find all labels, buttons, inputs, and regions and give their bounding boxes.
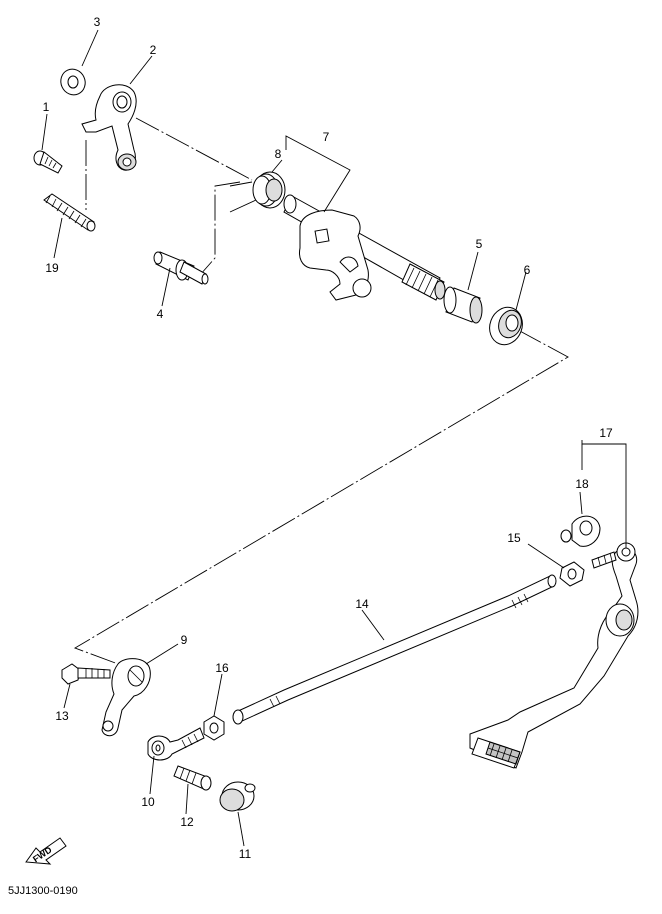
fwd-arrow-icon: FWD (25, 837, 67, 865)
shift-arm-part-9 (101, 658, 151, 737)
bolt-part-13 (61, 663, 111, 685)
callout-1: 1 (43, 100, 50, 114)
nut-part-15 (559, 561, 585, 587)
bolt-part-12 (173, 765, 212, 791)
alignment-lines (73, 117, 569, 665)
callout-5: 5 (476, 237, 483, 251)
callout-3: 3 (94, 15, 101, 29)
callout-15: 15 (507, 531, 521, 545)
joint-part-10 (147, 727, 205, 761)
leader-lines (41, 29, 627, 847)
callout-16: 16 (215, 661, 229, 675)
callout-8: 8 (275, 147, 282, 161)
shift-shaft-part-7 (283, 194, 446, 301)
stopper-lever-part-2 (81, 84, 137, 171)
callout-18: 18 (575, 477, 589, 491)
callout-14: 14 (355, 597, 369, 611)
oil-seal-part-6 (489, 306, 523, 346)
pedal-tread (485, 741, 521, 765)
callout-12: 12 (180, 815, 194, 829)
torsion-spring-part-8 (229, 171, 286, 213)
callout-9: 9 (181, 633, 188, 647)
nut-part-16 (203, 715, 225, 741)
spring-part-19 (43, 193, 96, 232)
drawing-code: 5JJ1300-0190 (8, 885, 78, 897)
shift-pedal-part-17 (469, 542, 639, 769)
callout-4: 4 (157, 307, 164, 321)
callout-10: 10 (141, 795, 155, 809)
bolt-part-4 (153, 251, 209, 285)
callout-13: 13 (55, 709, 69, 723)
rubber-part-18 (560, 515, 601, 547)
callout-11: 11 (239, 847, 252, 861)
callout-7: 7 (323, 130, 330, 144)
callout-2: 2 (150, 43, 157, 57)
collar-part-5 (443, 286, 483, 324)
cap-part-11 (219, 781, 256, 812)
callout-6: 6 (524, 263, 531, 277)
callout-17: 17 (599, 426, 613, 440)
washer-part-3 (60, 68, 86, 96)
callouts: 3 2 1 7 8 19 4 5 6 17 18 15 14 9 16 13 1… (43, 15, 613, 861)
callout-19: 19 (45, 261, 59, 275)
bolt-part-1 (33, 150, 63, 174)
shift-rod-part-14 (232, 574, 557, 725)
